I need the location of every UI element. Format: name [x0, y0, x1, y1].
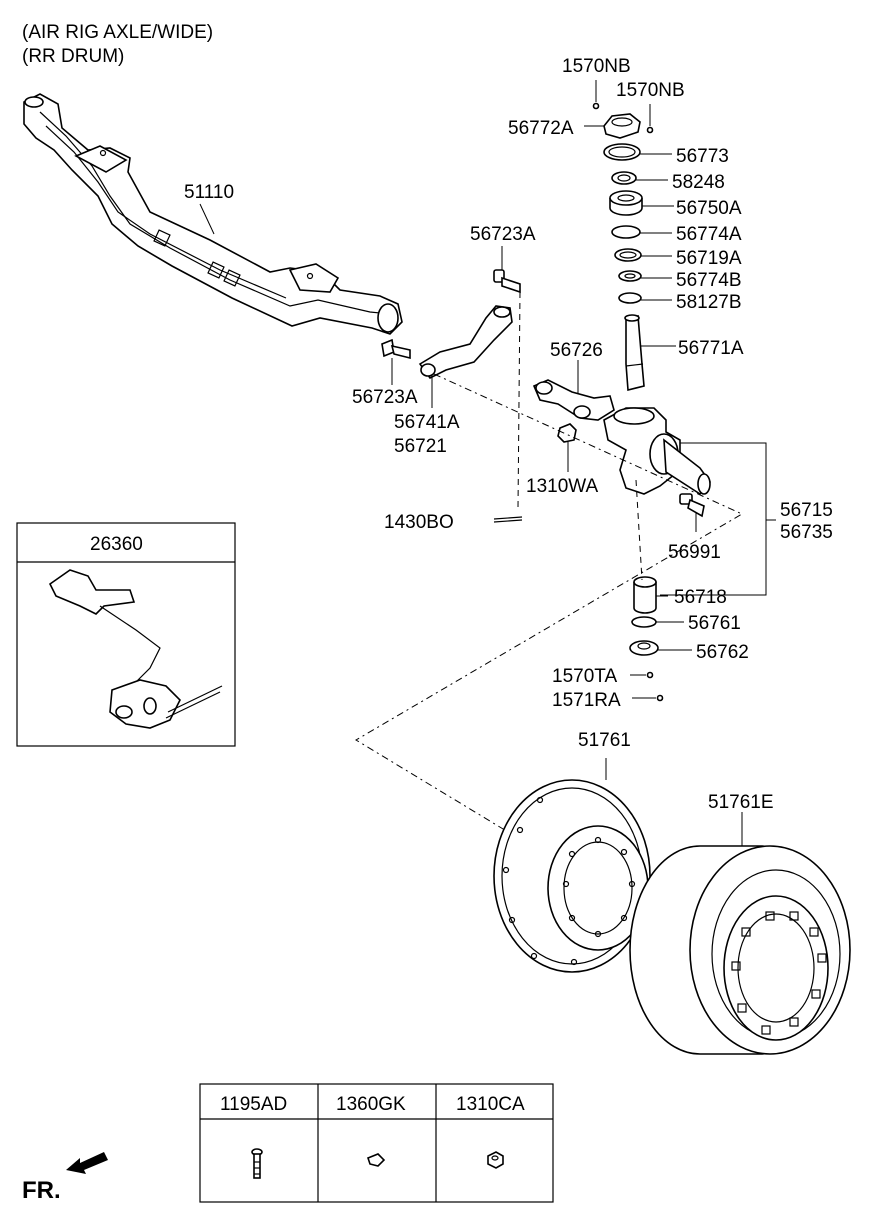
callout-56772A: 56772A: [508, 118, 574, 139]
bolt-56723A-left[interactable]: [381, 338, 411, 360]
bushing-56718[interactable]: [633, 576, 657, 614]
cotter-pin-1430BO[interactable]: [493, 516, 523, 523]
header-title-line1: (AIR RIG AXLE/WIDE): [22, 22, 213, 43]
arrow-down-left-icon: [66, 1152, 108, 1174]
pin-1570TA[interactable]: [646, 671, 654, 679]
callout-56719A: 56719A: [676, 248, 742, 269]
callout-56741A: 56741A: [394, 412, 460, 433]
callout-51110: 51110: [184, 182, 234, 203]
pin-1571RA[interactable]: [656, 694, 664, 702]
ring-56774B[interactable]: [618, 270, 642, 282]
callout-1570NB-a: 1570NB: [562, 56, 631, 77]
callout-1430BO: 1430BO: [384, 512, 454, 533]
seal-56761[interactable]: [631, 616, 657, 628]
callout-56735: 56735: [780, 522, 833, 543]
table-header-1310CA: 1310CA: [456, 1094, 525, 1115]
callout-1570TA: 1570TA: [552, 666, 617, 687]
callout-56750A: 56750A: [676, 198, 742, 219]
abs-sensor-26360[interactable]: [48, 569, 223, 729]
cap-56762[interactable]: [629, 640, 659, 656]
nut-1310CA-icon[interactable]: [487, 1151, 504, 1169]
callout-56771A: 56771A: [678, 338, 744, 359]
axle-beam[interactable]: [23, 93, 403, 335]
steering-arm-56726[interactable]: [532, 379, 615, 421]
seal-56719A[interactable]: [614, 248, 642, 262]
bolt-56991[interactable]: [679, 493, 705, 518]
callout-51761E: 51761E: [708, 792, 774, 813]
shim-58127B[interactable]: [618, 292, 642, 304]
table-header-1195AD: 1195AD: [220, 1094, 287, 1115]
callout-56718: 56718: [674, 587, 727, 608]
seal-56773[interactable]: [603, 143, 641, 161]
brake-drum-51761E[interactable]: [629, 845, 851, 1055]
callout-1570NB-b: 1570NB: [616, 80, 685, 101]
shim-58248[interactable]: [611, 171, 637, 185]
snap-pin-1570NB-b[interactable]: [646, 126, 654, 134]
callout-58127B: 58127B: [676, 292, 742, 313]
callout-58248: 58248: [672, 172, 725, 193]
inset-part-number: 26360: [90, 534, 143, 555]
ring-56774A[interactable]: [611, 225, 641, 239]
callout-56723A-left: 56723A: [352, 387, 418, 408]
callout-56773: 56773: [676, 146, 729, 167]
table-header-1360GK: 1360GK: [336, 1094, 406, 1115]
callout-56761: 56761: [688, 613, 741, 634]
header-title-line2: (RR DRUM): [22, 46, 124, 67]
callout-56762: 56762: [696, 642, 749, 663]
callout-56726: 56726: [550, 340, 603, 361]
callout-56991: 56991: [668, 542, 721, 563]
bolt-56723A-top[interactable]: [493, 269, 521, 294]
callout-56774A: 56774A: [676, 224, 742, 245]
kingpin-56771A[interactable]: [624, 314, 645, 392]
bearing-56750A[interactable]: [609, 190, 643, 216]
callout-56715: 56715: [780, 500, 833, 521]
callout-56774B: 56774B: [676, 270, 742, 291]
callout-56721: 56721: [394, 436, 447, 457]
arm-56741A[interactable]: [418, 305, 513, 380]
callout-1310WA: 1310WA: [526, 476, 598, 497]
cap-56772A[interactable]: [603, 113, 641, 139]
steering-knuckle[interactable]: [603, 407, 712, 496]
snap-pin-1570NB-a[interactable]: [592, 102, 600, 110]
hardware-table: [199, 1083, 554, 1203]
bolt-1195AD-icon[interactable]: [251, 1148, 263, 1179]
nut-1310WA[interactable]: [557, 423, 577, 443]
callout-51761: 51761: [578, 730, 631, 751]
callout-56723A-top: 56723A: [470, 224, 536, 245]
inset-box: [16, 522, 236, 747]
callout-1571RA: 1571RA: [552, 690, 621, 711]
direction-label: FR.: [22, 1177, 61, 1204]
brake-disc-51761[interactable]: [493, 779, 651, 973]
clip-1360GK-icon[interactable]: [367, 1153, 386, 1167]
